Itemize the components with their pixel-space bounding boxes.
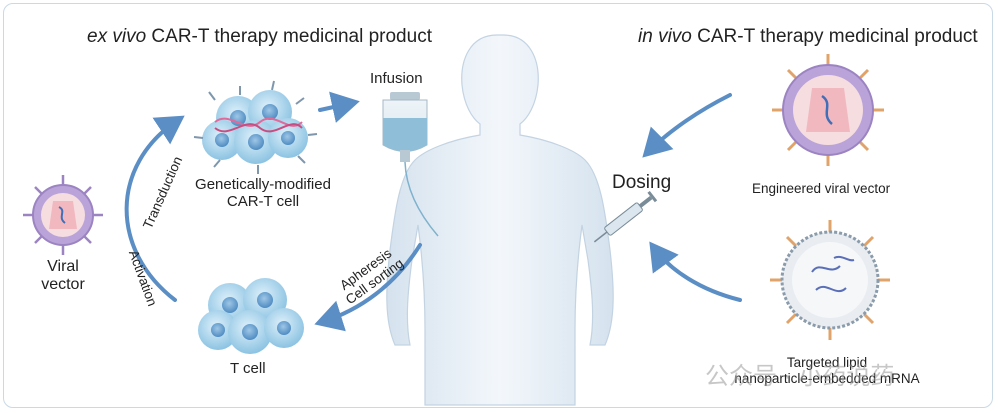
arrow-transduction bbox=[124, 115, 185, 302]
label-engineered-viral-vector: Engineered viral vector bbox=[752, 181, 891, 196]
label-viral-vector: Viral vector bbox=[41, 258, 85, 293]
label-dosing: Dosing bbox=[612, 172, 672, 193]
viral-vector-left bbox=[23, 175, 103, 255]
arrow-dosing-bottom bbox=[649, 241, 742, 302]
engineered-viral-vector bbox=[772, 54, 884, 166]
title-ex-vivo: ex vivo CAR-T therapy medicinal product bbox=[87, 26, 432, 47]
label-t-cell: T cell bbox=[230, 360, 266, 377]
watermark: 公众号 · 小药说药 bbox=[705, 363, 895, 390]
gm-cart-cell-cluster bbox=[193, 80, 318, 174]
arrow-to-infusion bbox=[318, 91, 360, 123]
targeted-lnp bbox=[770, 220, 890, 340]
t-cell-cluster bbox=[198, 278, 304, 354]
arrow-dosing-top bbox=[642, 93, 732, 158]
human-body bbox=[386, 34, 614, 406]
arrow-apheresis bbox=[314, 243, 422, 332]
label-targeted-lnp: Targeted lipid nanoparticle-embedded mRN… bbox=[734, 355, 920, 386]
syringe bbox=[593, 190, 658, 243]
infusion-bag bbox=[382, 92, 439, 237]
label-infusion: Infusion bbox=[370, 70, 423, 87]
label-gm-cart-cell: Genetically-modified CAR-T cell bbox=[195, 176, 331, 210]
title-in-vivo: in vivo CAR-T therapy medicinal product bbox=[638, 26, 978, 47]
